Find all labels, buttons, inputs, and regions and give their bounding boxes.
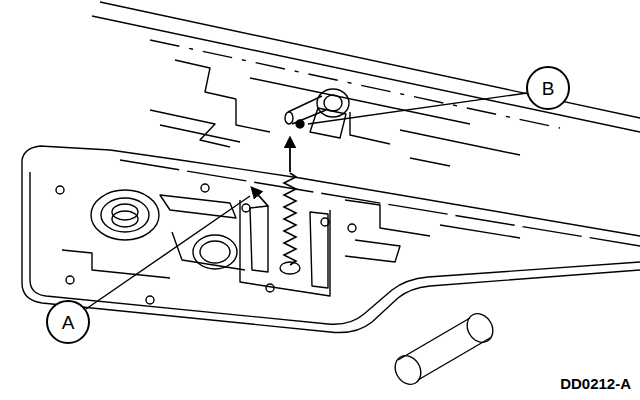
drawing-line xyxy=(321,218,329,226)
spring xyxy=(252,138,296,265)
drawing-line xyxy=(240,200,330,296)
figure-code: DD0212-A xyxy=(559,375,632,392)
drawing-line xyxy=(345,240,400,262)
drawing-line xyxy=(62,250,170,278)
drawing-line xyxy=(252,188,268,206)
callout-letter: A xyxy=(62,313,75,332)
transmission-case xyxy=(92,2,640,166)
drawing-line xyxy=(242,204,250,212)
drawing-line xyxy=(172,232,245,270)
drawing-line xyxy=(193,235,237,269)
drawing-line xyxy=(398,318,470,360)
drawing-line xyxy=(66,276,74,284)
callout-circle: B xyxy=(526,66,570,110)
drawing-line xyxy=(160,195,236,218)
drawing-line xyxy=(22,160,640,333)
drawing-line xyxy=(348,224,356,232)
filter-tube xyxy=(390,309,498,389)
drawing-line xyxy=(296,120,304,128)
drawing-line xyxy=(146,296,154,304)
drawing-line xyxy=(310,212,328,288)
drawing-line xyxy=(418,338,490,380)
callout-letter: B xyxy=(542,79,555,98)
drawing-line xyxy=(324,95,342,111)
drawing-line xyxy=(462,309,498,347)
drawing-line xyxy=(400,130,520,155)
drawing-line xyxy=(288,96,326,124)
drawing-line xyxy=(345,200,430,236)
drawing-line xyxy=(30,172,640,324)
drawing-line xyxy=(175,60,236,99)
drawing-line xyxy=(201,184,209,192)
drawing-line xyxy=(112,204,138,220)
drawing-line xyxy=(284,173,296,265)
callout-circle: A xyxy=(46,300,90,344)
drawing-line xyxy=(110,150,640,236)
drawing-line xyxy=(112,211,138,227)
drawing-line xyxy=(266,284,274,292)
drawing-line xyxy=(236,99,270,132)
drawing-line xyxy=(317,89,349,117)
drawing-line xyxy=(160,125,240,142)
drawing-line xyxy=(101,198,149,232)
valve-body-plate xyxy=(22,146,640,333)
drawing-line xyxy=(308,93,527,124)
drawing-line xyxy=(250,206,268,272)
drawing-line xyxy=(120,160,640,246)
drawing-line xyxy=(280,262,300,274)
drawing-line xyxy=(22,146,110,160)
leader-lines xyxy=(86,93,527,309)
drawing-line xyxy=(390,351,426,389)
drawing-line xyxy=(440,225,520,238)
drawing-line xyxy=(285,112,293,124)
drawing-line xyxy=(150,40,560,128)
drawing-line xyxy=(150,110,230,147)
drawing-line xyxy=(200,241,230,263)
drawing-line xyxy=(410,158,450,166)
drawing-line xyxy=(56,186,64,194)
drawing-line xyxy=(100,2,640,118)
drawing-line xyxy=(289,138,291,172)
drawing-line xyxy=(86,196,250,309)
drawing-line xyxy=(91,190,159,240)
